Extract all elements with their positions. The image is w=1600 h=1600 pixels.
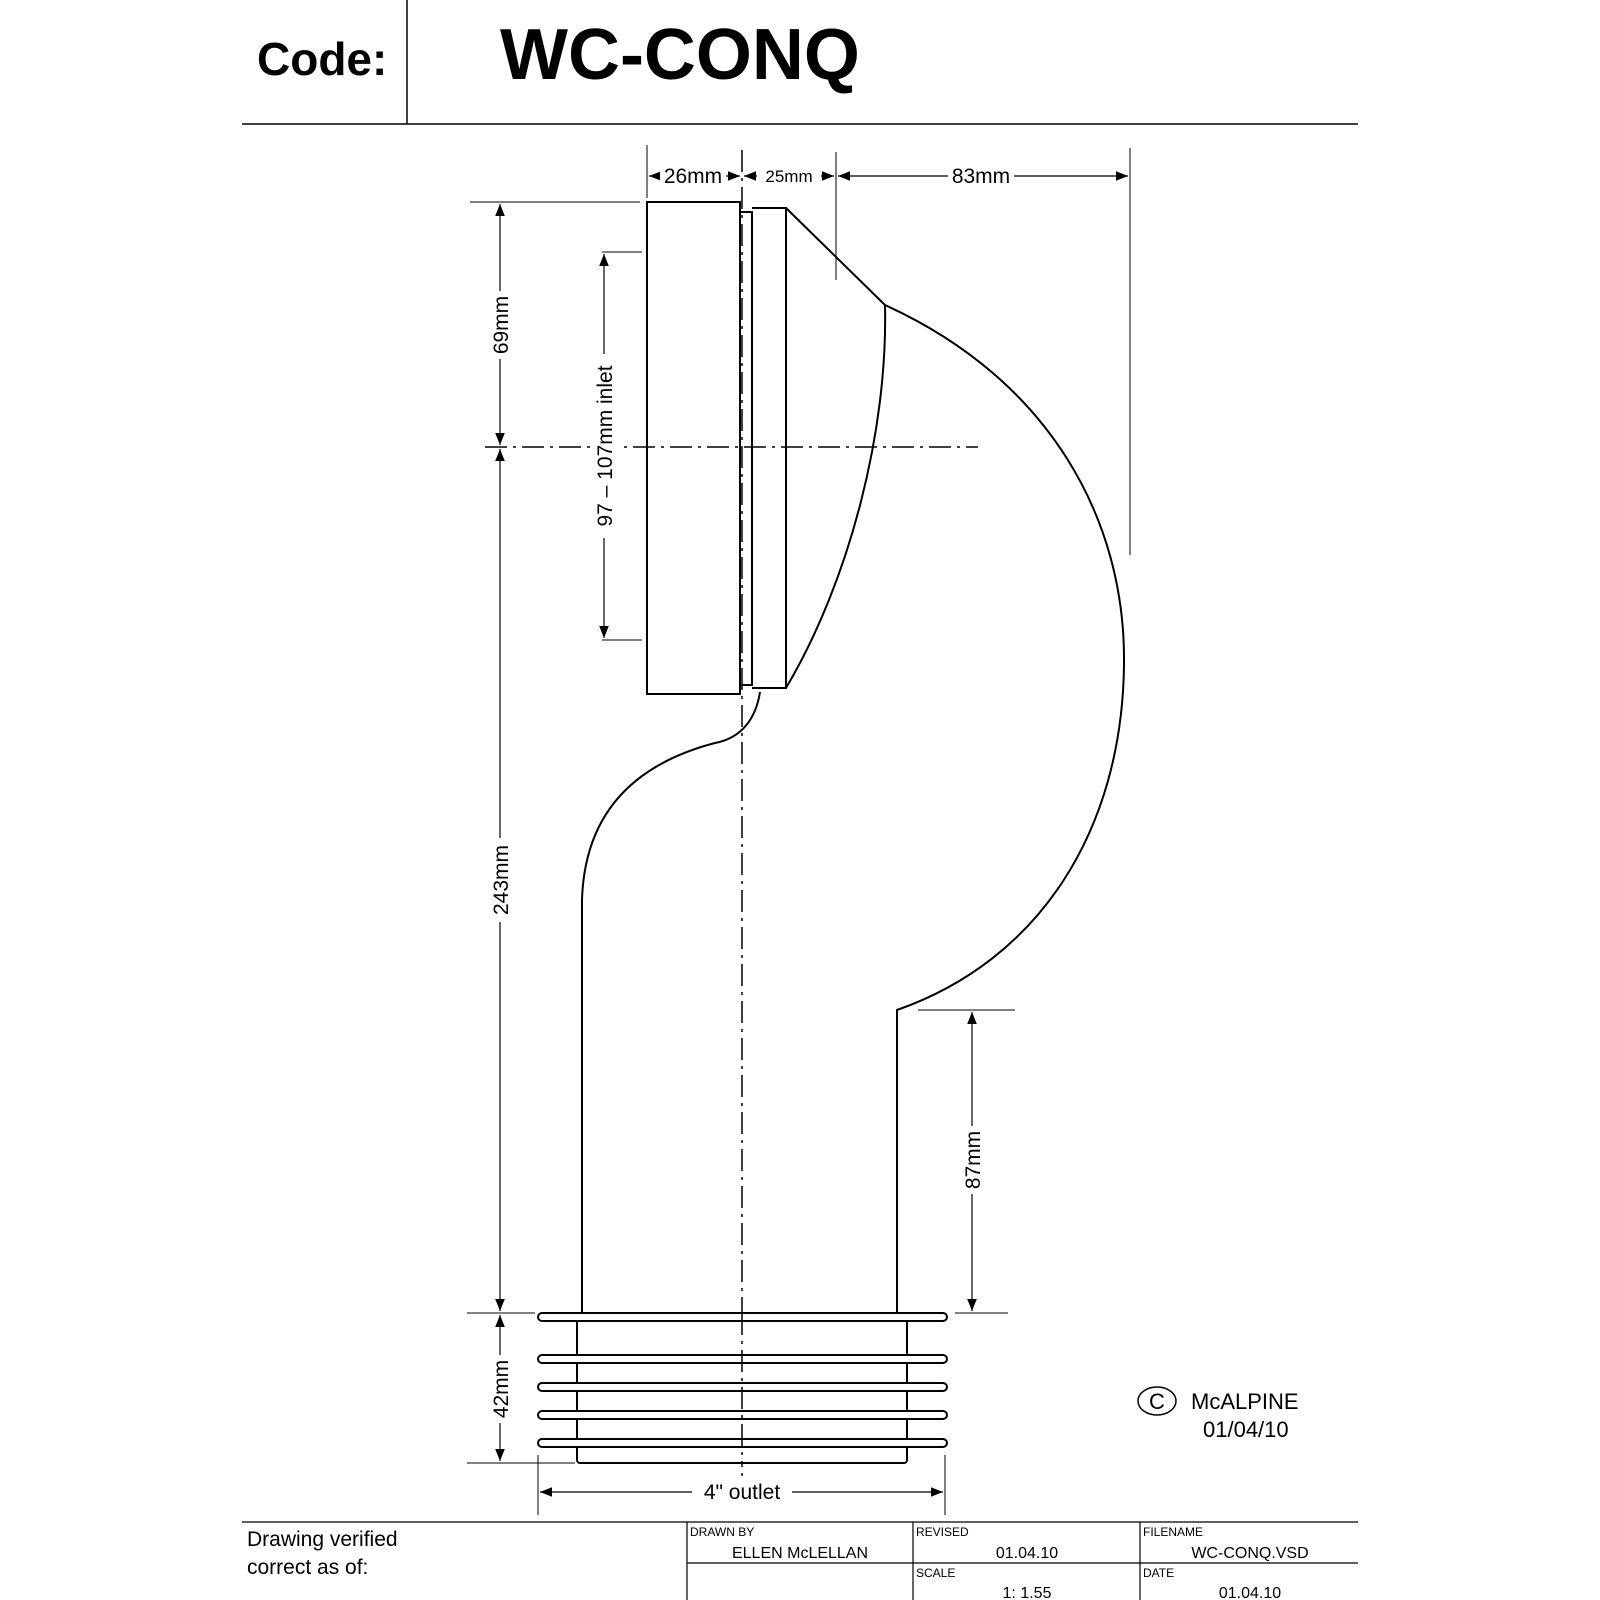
label-69mm: 69mm [490, 296, 513, 354]
date-label: DATE [1143, 1566, 1174, 1580]
dimension-labels: 26mm 25mm 83mm 69mm 97 – 107mm inlet 243… [490, 163, 1014, 1504]
drawn-by-value: ELLEN McLELLAN [732, 1545, 868, 1562]
filename-label: FILENAME [1143, 1525, 1203, 1539]
revised-label: REVISED [916, 1525, 969, 1539]
label-26mm: 26mm [664, 165, 722, 188]
filename-value: WC-CONQ.VSD [1191, 1545, 1308, 1562]
product-code: WC-CONQ [500, 15, 860, 95]
inlet-sleeve [646, 201, 741, 695]
seal-ring [752, 207, 787, 689]
scale-label: SCALE [916, 1566, 955, 1580]
copyright-block: C McALPINE 01/04/10 [1137, 1386, 1299, 1442]
copyright-owner: McALPINE [1191, 1389, 1299, 1414]
label-243mm: 243mm [490, 845, 513, 915]
title-block: Drawing verified correct as of: DRAWN BY… [242, 1521, 1358, 1600]
outlet-spigot [537, 1312, 948, 1464]
code-label: Code: [257, 33, 387, 85]
label-outlet: 4" outlet [704, 1481, 781, 1504]
copyright-symbol: C [1149, 1389, 1165, 1414]
revised-value: 01.04.10 [996, 1545, 1058, 1562]
label-87mm: 87mm [962, 1131, 985, 1189]
date-value: 01.04.10 [1219, 1585, 1281, 1600]
label-83mm: 83mm [952, 165, 1010, 188]
copyright-circle [1137, 1386, 1177, 1416]
bend-outer [884, 304, 1126, 1312]
bend-inner [581, 691, 761, 1313]
extension-lines [467, 145, 1131, 1515]
label-42mm: 42mm [490, 1360, 513, 1418]
scale-value: 1: 1.55 [1003, 1585, 1052, 1600]
verified-line-1: Drawing verified [247, 1528, 398, 1551]
pan-connector-outline [581, 201, 1126, 1313]
center-lines [485, 150, 978, 1478]
label-inlet: 97 – 107mm inlet [594, 365, 617, 526]
drawn-by-label: DRAWN BY [690, 1525, 754, 1539]
seal-lip [740, 211, 753, 686]
header: Code: WC-CONQ [242, 0, 1358, 125]
verified-line-2: correct as of: [247, 1556, 368, 1579]
cone-front [785, 304, 887, 689]
label-25mm: 25mm [765, 167, 812, 186]
copyright-date: 01/04/10 [1203, 1417, 1289, 1442]
